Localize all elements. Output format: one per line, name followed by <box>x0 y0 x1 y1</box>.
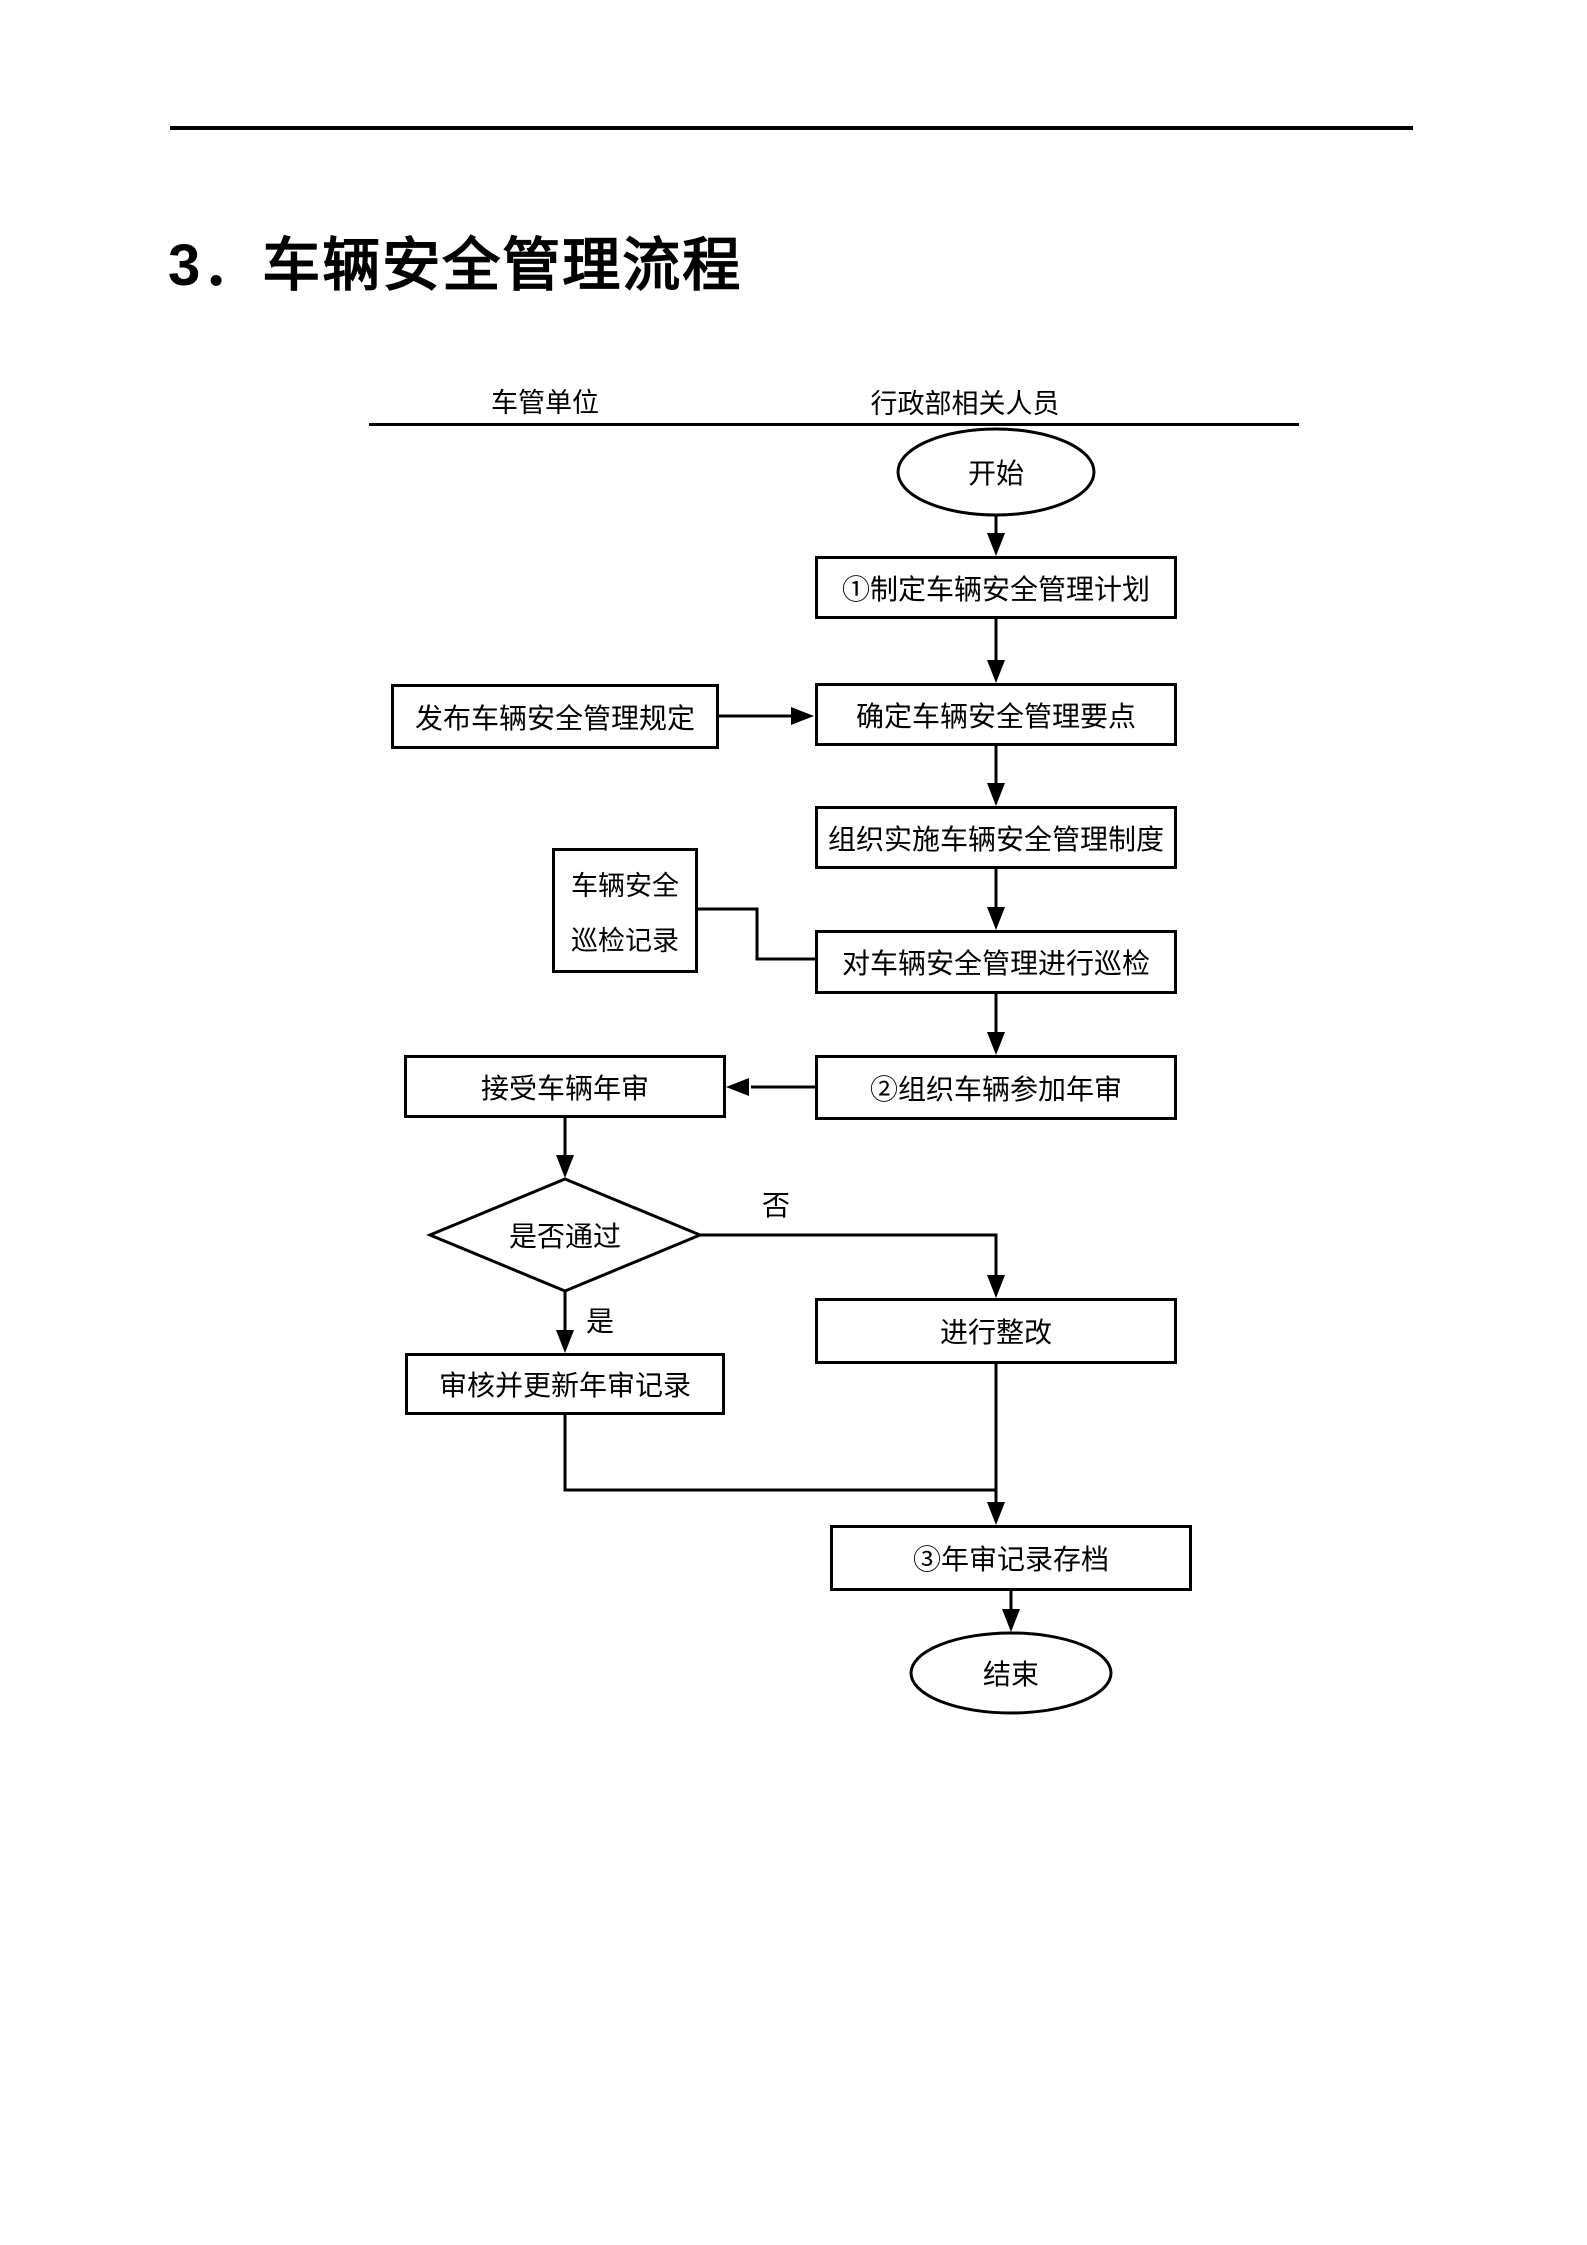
process-box-patrol-inspection: 对车辆安全管理进行巡检 <box>815 930 1177 994</box>
process-box-make-safety-plan: ①制定车辆安全管理计划 <box>815 556 1177 619</box>
connector-record-to-inspect <box>698 907 815 961</box>
process-box-accept-annual-review: 接受车辆年审 <box>404 1055 726 1118</box>
page-title: 3．车辆安全管理流程 <box>168 233 743 298</box>
arrowhead-accept-to-decision <box>556 1155 574 1178</box>
arrowhead-inspect-to-organize <box>987 1032 1005 1055</box>
end-terminator-shape <box>909 1631 1113 1715</box>
page-top-rule <box>170 126 1413 130</box>
arrowhead-implement-to-inspect <box>987 907 1005 930</box>
arrowhead-merge-to-archive <box>987 1502 1005 1525</box>
branch-label-no: 否 <box>761 1191 790 1222</box>
decision-label: 是否通过 <box>508 1222 621 1253</box>
branch-label-yes: 是 <box>585 1307 614 1338</box>
connector-decision-no <box>700 1233 998 1277</box>
process-box-update-review-record: 审核并更新年审记录 <box>405 1353 725 1415</box>
process-box-archive-review-record: ③年审记录存档 <box>830 1525 1192 1591</box>
arrowhead-publish-to-points <box>791 707 814 725</box>
process-box-rectification: 进行整改 <box>815 1298 1177 1364</box>
process-box-implement-system: 组织实施车辆安全管理制度 <box>815 806 1177 869</box>
column-header-admin-dept-staff: 行政部相关人员 <box>870 388 1060 419</box>
column-header-underline <box>369 423 1299 426</box>
arrowhead-plan-to-points <box>987 660 1005 683</box>
process-box-publish-regulations: 发布车辆安全管理规定 <box>391 684 719 749</box>
arrowhead-points-to-implement <box>987 783 1005 806</box>
start-terminator-label: 开始 <box>967 459 1024 490</box>
arrowhead-decision-yes <box>556 1330 574 1353</box>
arrowhead-decision-no <box>987 1275 1005 1298</box>
arrowhead-organize-to-accept <box>726 1078 749 1096</box>
column-header-vehicle-management-unit: 车管单位 <box>491 387 599 418</box>
arrowhead-start-to-plan <box>987 533 1005 556</box>
connector-update-to-merge <box>563 1415 996 1492</box>
end-terminator-label: 结束 <box>982 1660 1039 1691</box>
process-box-determine-key-points: 确定车辆安全管理要点 <box>815 683 1177 746</box>
document-box-inspection-record: 车辆安全 巡检记录 <box>552 848 698 973</box>
inspection-record-line1: 车辆安全 <box>571 870 679 901</box>
inspection-record-line2: 巡检记录 <box>571 925 679 956</box>
arrowhead-archive-to-end <box>1002 1609 1020 1632</box>
process-box-organize-annual-review: ②组织车辆参加年审 <box>815 1055 1177 1120</box>
